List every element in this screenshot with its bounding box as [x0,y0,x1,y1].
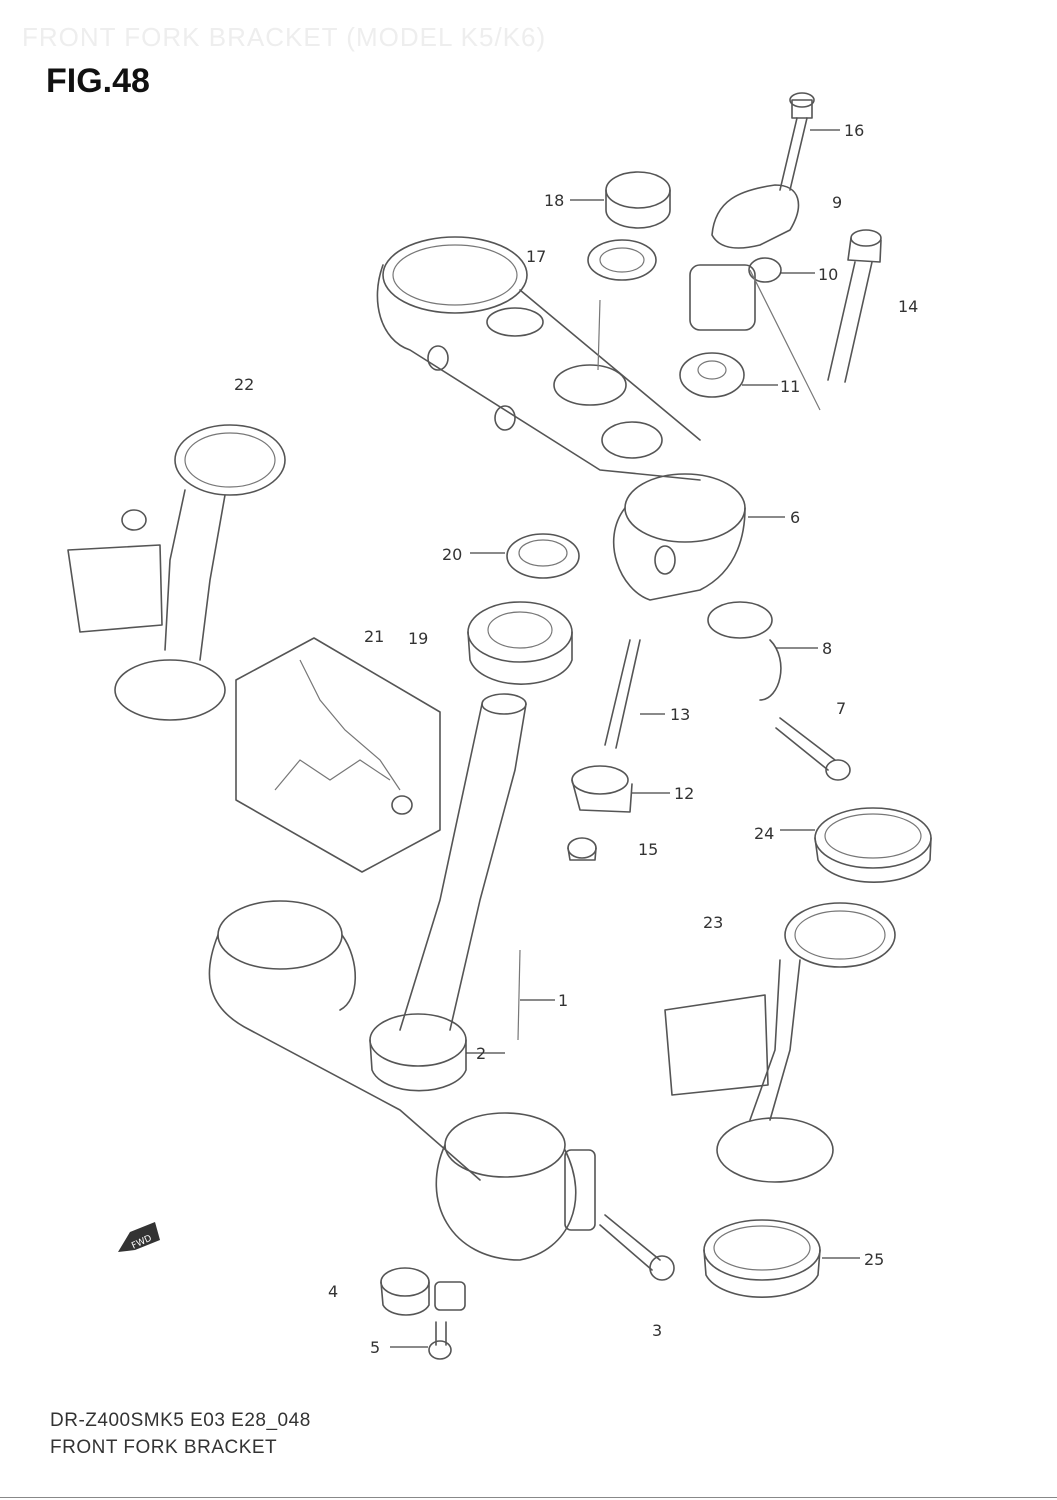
bolt-7 [775,717,851,781]
callout-17: 17 [526,247,546,266]
lower-bracket [208,900,596,1261]
callout-18: 18 [544,191,564,210]
bolt-14 [749,229,882,411]
callout-25: 25 [864,1250,884,1269]
washer-17 [587,239,657,281]
fork-clamp-6 [612,473,746,601]
nut-15 [567,837,597,861]
figure-number: FIG.48 [46,62,150,100]
callout-3: 3 [652,1321,662,1340]
ring-24 [814,807,932,883]
callout-22: 22 [234,375,254,394]
callout-labels: 16 18 9 17 10 14 11 22 6 20 21 19 8 7 13… [234,121,918,1357]
callout-5: 5 [370,1338,380,1357]
dust-seal-2 [369,1013,467,1092]
cap-18 [605,171,671,229]
callout-21: 21 [364,627,384,646]
callout-2: 2 [476,1044,486,1063]
bolt-16 [779,92,815,191]
callout-15: 15 [638,840,658,859]
clamp-8 [707,601,782,701]
callout-24: 24 [754,824,774,843]
leader-lines [390,129,860,1348]
steering-locknut-20 [506,533,580,579]
callout-1: 1 [558,991,568,1010]
ghost-page-title: FRONT FORK BRACKET (MODEL K5/K6) [22,22,547,52]
cable-guide-23 [664,902,896,1183]
steering-stem-1 [399,693,527,1041]
clamp-4 [380,1267,466,1316]
callout-10: 10 [818,265,838,284]
bracket-12 [571,765,633,813]
callout-7: 7 [836,699,846,718]
ring-25 [703,1219,821,1298]
bolt-5 [428,1321,452,1360]
callout-4: 4 [328,1282,338,1301]
callout-20: 20 [442,545,462,564]
callout-8: 8 [822,639,832,658]
diagram-caption: FRONT FORK BRACKET [50,1437,278,1458]
handlebar-holder [679,184,800,398]
bearing-19 [467,601,573,685]
inset-hexagon-21 [235,637,441,873]
callout-16: 16 [844,121,864,140]
callout-6: 6 [790,508,800,527]
callout-19: 19 [408,629,428,648]
callout-14: 14 [898,297,918,316]
callout-13: 13 [670,705,690,724]
callout-11: 11 [780,377,800,396]
upper-bracket [376,236,701,481]
diagram-code: DR-Z400SMK5 E03 E28_048 [50,1410,311,1431]
cable-guide-22 [67,424,286,721]
bolt-3 [599,1214,675,1281]
callout-9: 9 [832,193,842,212]
forward-arrow-icon: FWD [118,1222,160,1252]
bottom-border [0,1497,1057,1498]
callout-23: 23 [703,913,723,932]
callout-12: 12 [674,784,694,803]
